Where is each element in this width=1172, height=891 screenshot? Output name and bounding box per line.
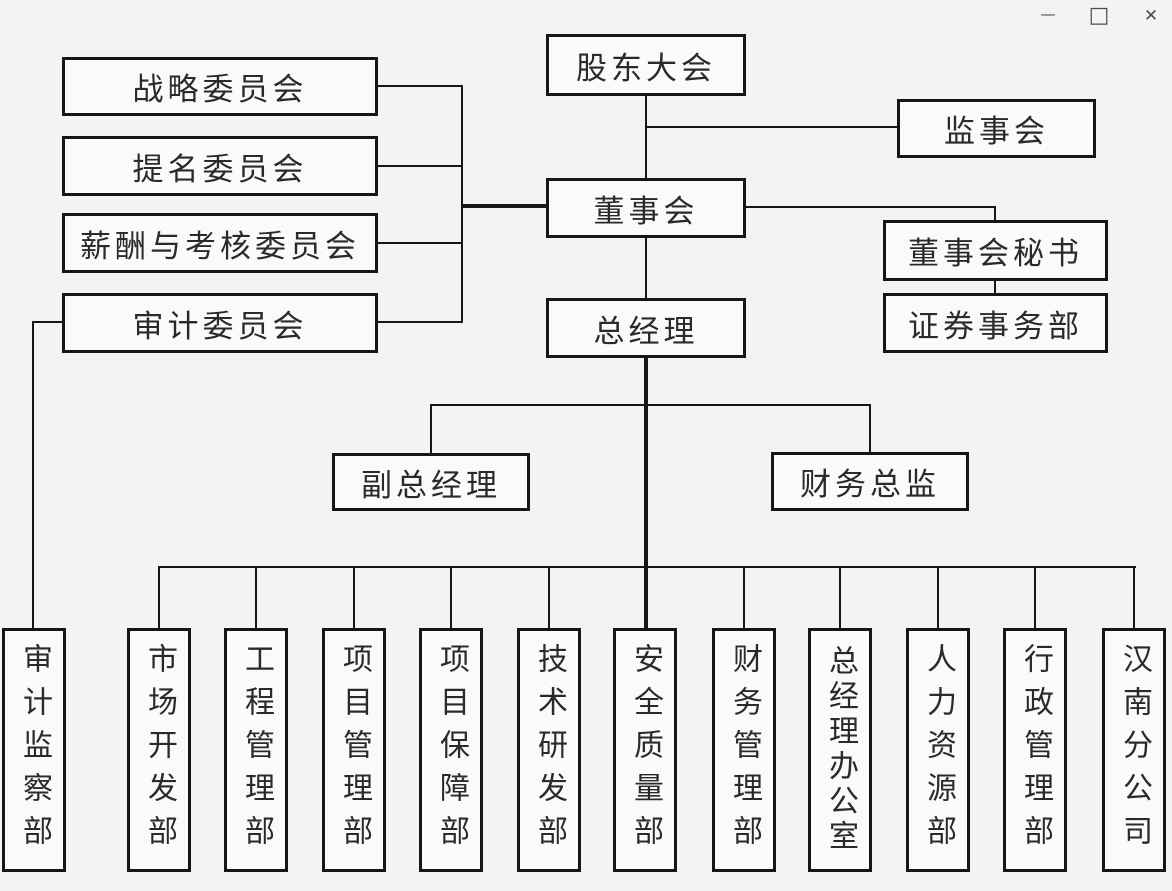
connector-bus-board — [461, 204, 547, 208]
node-department-7: 财务管理部 — [712, 628, 776, 872]
node-securities-affairs-dept: 证券事务部 — [883, 293, 1108, 353]
connector-dept-drop-4 — [450, 566, 452, 628]
node-label: 副总经理 — [361, 467, 501, 504]
connector-deputy-gm-drop — [430, 404, 432, 454]
maximize-button[interactable]: □ — [1082, 2, 1116, 30]
node-department-4: 项目保障部 — [419, 628, 483, 872]
department-label: 项目管理部 — [337, 642, 372, 858]
department-label: 市场开发部 — [142, 642, 177, 858]
node-board-secretary: 董事会秘书 — [883, 220, 1108, 281]
department-label: 工程管理部 — [239, 642, 274, 858]
node-label: 财务总监 — [800, 467, 940, 503]
connector-remuneration-bus — [377, 242, 462, 244]
connector-dept-drop-3 — [353, 566, 355, 628]
connector-board-secretary-h — [745, 206, 996, 208]
node-department-8: 总经理办公室 — [808, 628, 872, 872]
node-label: 薪酬与考核委员会 — [80, 228, 360, 265]
node-label: 股东大会 — [576, 50, 716, 87]
connector-nomination-bus — [377, 165, 462, 167]
department-label: 总经理办公室 — [823, 645, 858, 855]
node-label: 战略委员会 — [132, 72, 308, 108]
connector-dept-drop-9 — [937, 566, 939, 628]
node-label: 总经理 — [593, 313, 699, 350]
node-department-9: 人力资源部 — [906, 628, 970, 872]
connector-audit-dept-h — [32, 321, 62, 323]
node-general-manager: 总经理 — [546, 298, 746, 358]
node-department-2: 工程管理部 — [224, 628, 288, 872]
node-nomination-committee: 提名委员会 — [62, 136, 378, 196]
connector-strategy-bus — [377, 85, 462, 87]
close-icon: ✕ — [1143, 5, 1159, 26]
department-label: 技术研发部 — [532, 642, 567, 858]
department-label: 安全质量部 — [628, 642, 663, 858]
connector-dept-bus — [158, 566, 1136, 568]
node-deputy-general-manager: 副总经理 — [332, 453, 530, 511]
node-supervisory-board: 监事会 — [897, 99, 1096, 158]
connector-dept-drop-7 — [743, 566, 745, 628]
minimize-button[interactable]: — — [1031, 2, 1065, 30]
maximize-icon: □ — [1088, 3, 1110, 28]
connector-split — [430, 404, 871, 406]
connector-dept-drop-8 — [839, 566, 841, 628]
connector-secretary-securities — [994, 279, 996, 295]
department-label: 审计监察部 — [17, 642, 52, 858]
node-department-0: 审计监察部 — [2, 628, 66, 872]
node-label: 提名委员会 — [132, 151, 308, 188]
node-department-10: 行政管理部 — [1003, 628, 1067, 872]
node-label: 证券事务部 — [908, 308, 1083, 345]
connector-gm-trunk — [644, 356, 648, 630]
department-label: 汉南分公司 — [1117, 642, 1152, 858]
node-finance-director: 财务总监 — [771, 452, 969, 511]
connector-board-secretary-v — [994, 206, 996, 222]
connector-board-gm — [645, 237, 647, 300]
connector-supervisory-board — [646, 126, 897, 128]
node-audit-committee: 审计委员会 — [62, 293, 378, 353]
department-label: 财务管理部 — [727, 642, 762, 858]
node-label: 董事会 — [593, 193, 699, 230]
connector-finance-director-drop — [869, 404, 871, 453]
connector-dept-drop-2 — [255, 566, 257, 628]
department-label: 项目保障部 — [434, 642, 469, 858]
department-label: 行政管理部 — [1018, 642, 1053, 858]
node-department-3: 项目管理部 — [322, 628, 386, 872]
department-label: 人力资源部 — [921, 642, 956, 858]
node-label: 审计委员会 — [132, 308, 308, 345]
connector-audit-bus — [377, 321, 462, 323]
node-board-of-directors: 董事会 — [546, 178, 746, 238]
node-department-11: 汉南分公司 — [1102, 628, 1166, 872]
node-shareholders-meeting: 股东大会 — [546, 34, 746, 96]
node-department-5: 技术研发部 — [517, 628, 581, 872]
connector-audit-dept-v — [32, 321, 34, 629]
node-label: 监事会 — [944, 114, 1049, 150]
node-strategy-committee: 战略委员会 — [62, 57, 378, 116]
node-department-6: 安全质量部 — [613, 628, 677, 872]
connector-dept-drop-11 — [1133, 566, 1135, 628]
connector-dept-drop-1 — [158, 566, 160, 628]
connector-dept-drop-5 — [548, 566, 550, 628]
node-department-1: 市场开发部 — [127, 628, 191, 872]
close-button[interactable]: ✕ — [1134, 2, 1168, 30]
node-remuneration-appraisal-committee: 薪酬与考核委员会 — [62, 213, 378, 273]
node-label: 董事会秘书 — [908, 236, 1083, 272]
minimize-icon: — — [1040, 4, 1056, 23]
connector-dept-drop-10 — [1034, 566, 1036, 628]
connector-shareholders-board — [645, 95, 647, 179]
